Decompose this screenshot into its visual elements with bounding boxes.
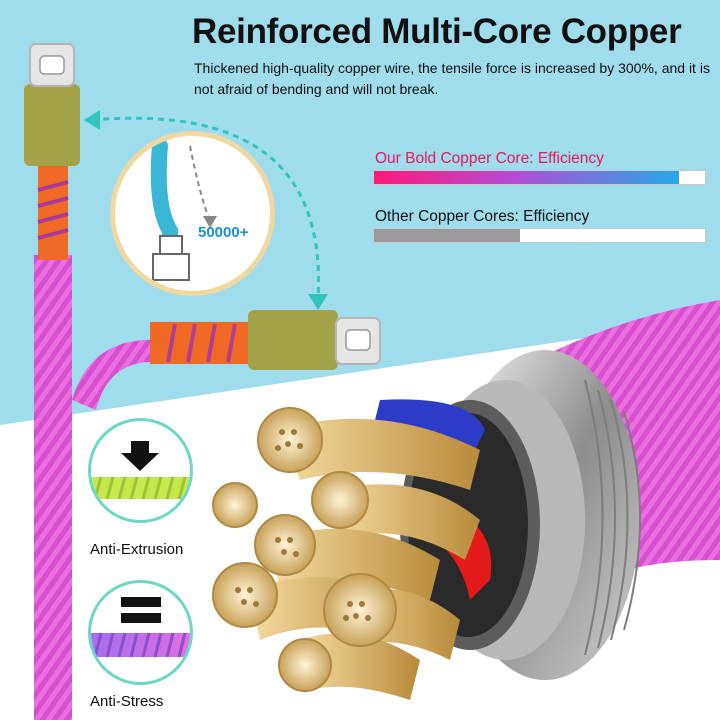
our-core-bar-fill	[374, 171, 679, 184]
anti-extrusion-inset	[88, 418, 193, 523]
anti-stress-inset	[88, 580, 193, 685]
copper-wires	[212, 407, 480, 700]
feature-label-anti-stress: Anti-Stress	[90, 693, 164, 710]
horizontal-cable	[72, 310, 381, 410]
description: Thickened high-quality copper wire, the …	[194, 60, 710, 97]
bend-test-icon	[150, 138, 217, 281]
page-title: Reinforced Multi-Core Copper	[192, 12, 682, 51]
bend-count-badge: 50000+	[198, 224, 249, 241]
other-core-bar-fill	[374, 229, 520, 242]
arrow-down-icon	[91, 441, 190, 500]
equals-bars-icon	[91, 597, 190, 658]
our-core-label: Our Bold Copper Core: Efficiency	[375, 150, 604, 167]
other-core-bar	[373, 228, 706, 243]
other-core-label: Other Copper Cores: Efficiency	[375, 208, 590, 225]
bend-test-inset	[110, 131, 275, 296]
feature-label-anti-extrusion: Anti-Extrusion	[90, 541, 184, 558]
vertical-cable	[24, 43, 80, 720]
our-core-bar	[373, 170, 706, 185]
